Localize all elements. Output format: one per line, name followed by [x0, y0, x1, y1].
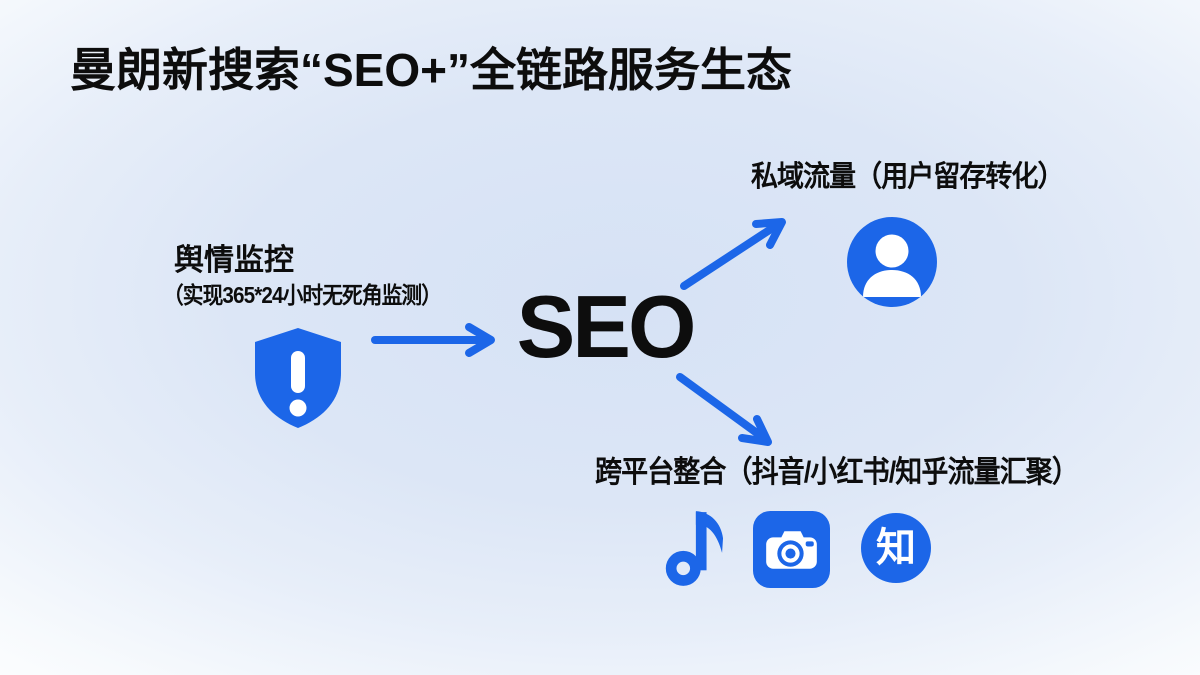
private-traffic-label: 私域流量（用户留存转化）	[751, 161, 1064, 193]
arrow-monitoring-to-seo	[371, 323, 495, 357]
zhihu-glyph: 知	[876, 526, 916, 570]
slide-title: 曼朗新搜索“SEO+”全链路服务生态	[70, 44, 793, 96]
arrow-seo-to-private-traffic	[680, 218, 786, 290]
cross-platform-label: 跨平台整合（抖音/小红书/知乎流量汇聚）	[595, 456, 1079, 489]
monitoring-subtitle: （实现365*24小时无死角监测）	[163, 282, 442, 308]
music-note-icon	[660, 508, 724, 588]
shield-alert-icon	[250, 326, 346, 430]
seo-center-label: SEO	[516, 277, 697, 376]
camera-icon	[753, 511, 830, 588]
zhihu-circle-icon: 知	[861, 513, 931, 583]
user-icon	[847, 217, 937, 307]
arrow-seo-to-platforms	[676, 373, 772, 446]
monitoring-title: 舆情监控	[174, 244, 294, 277]
